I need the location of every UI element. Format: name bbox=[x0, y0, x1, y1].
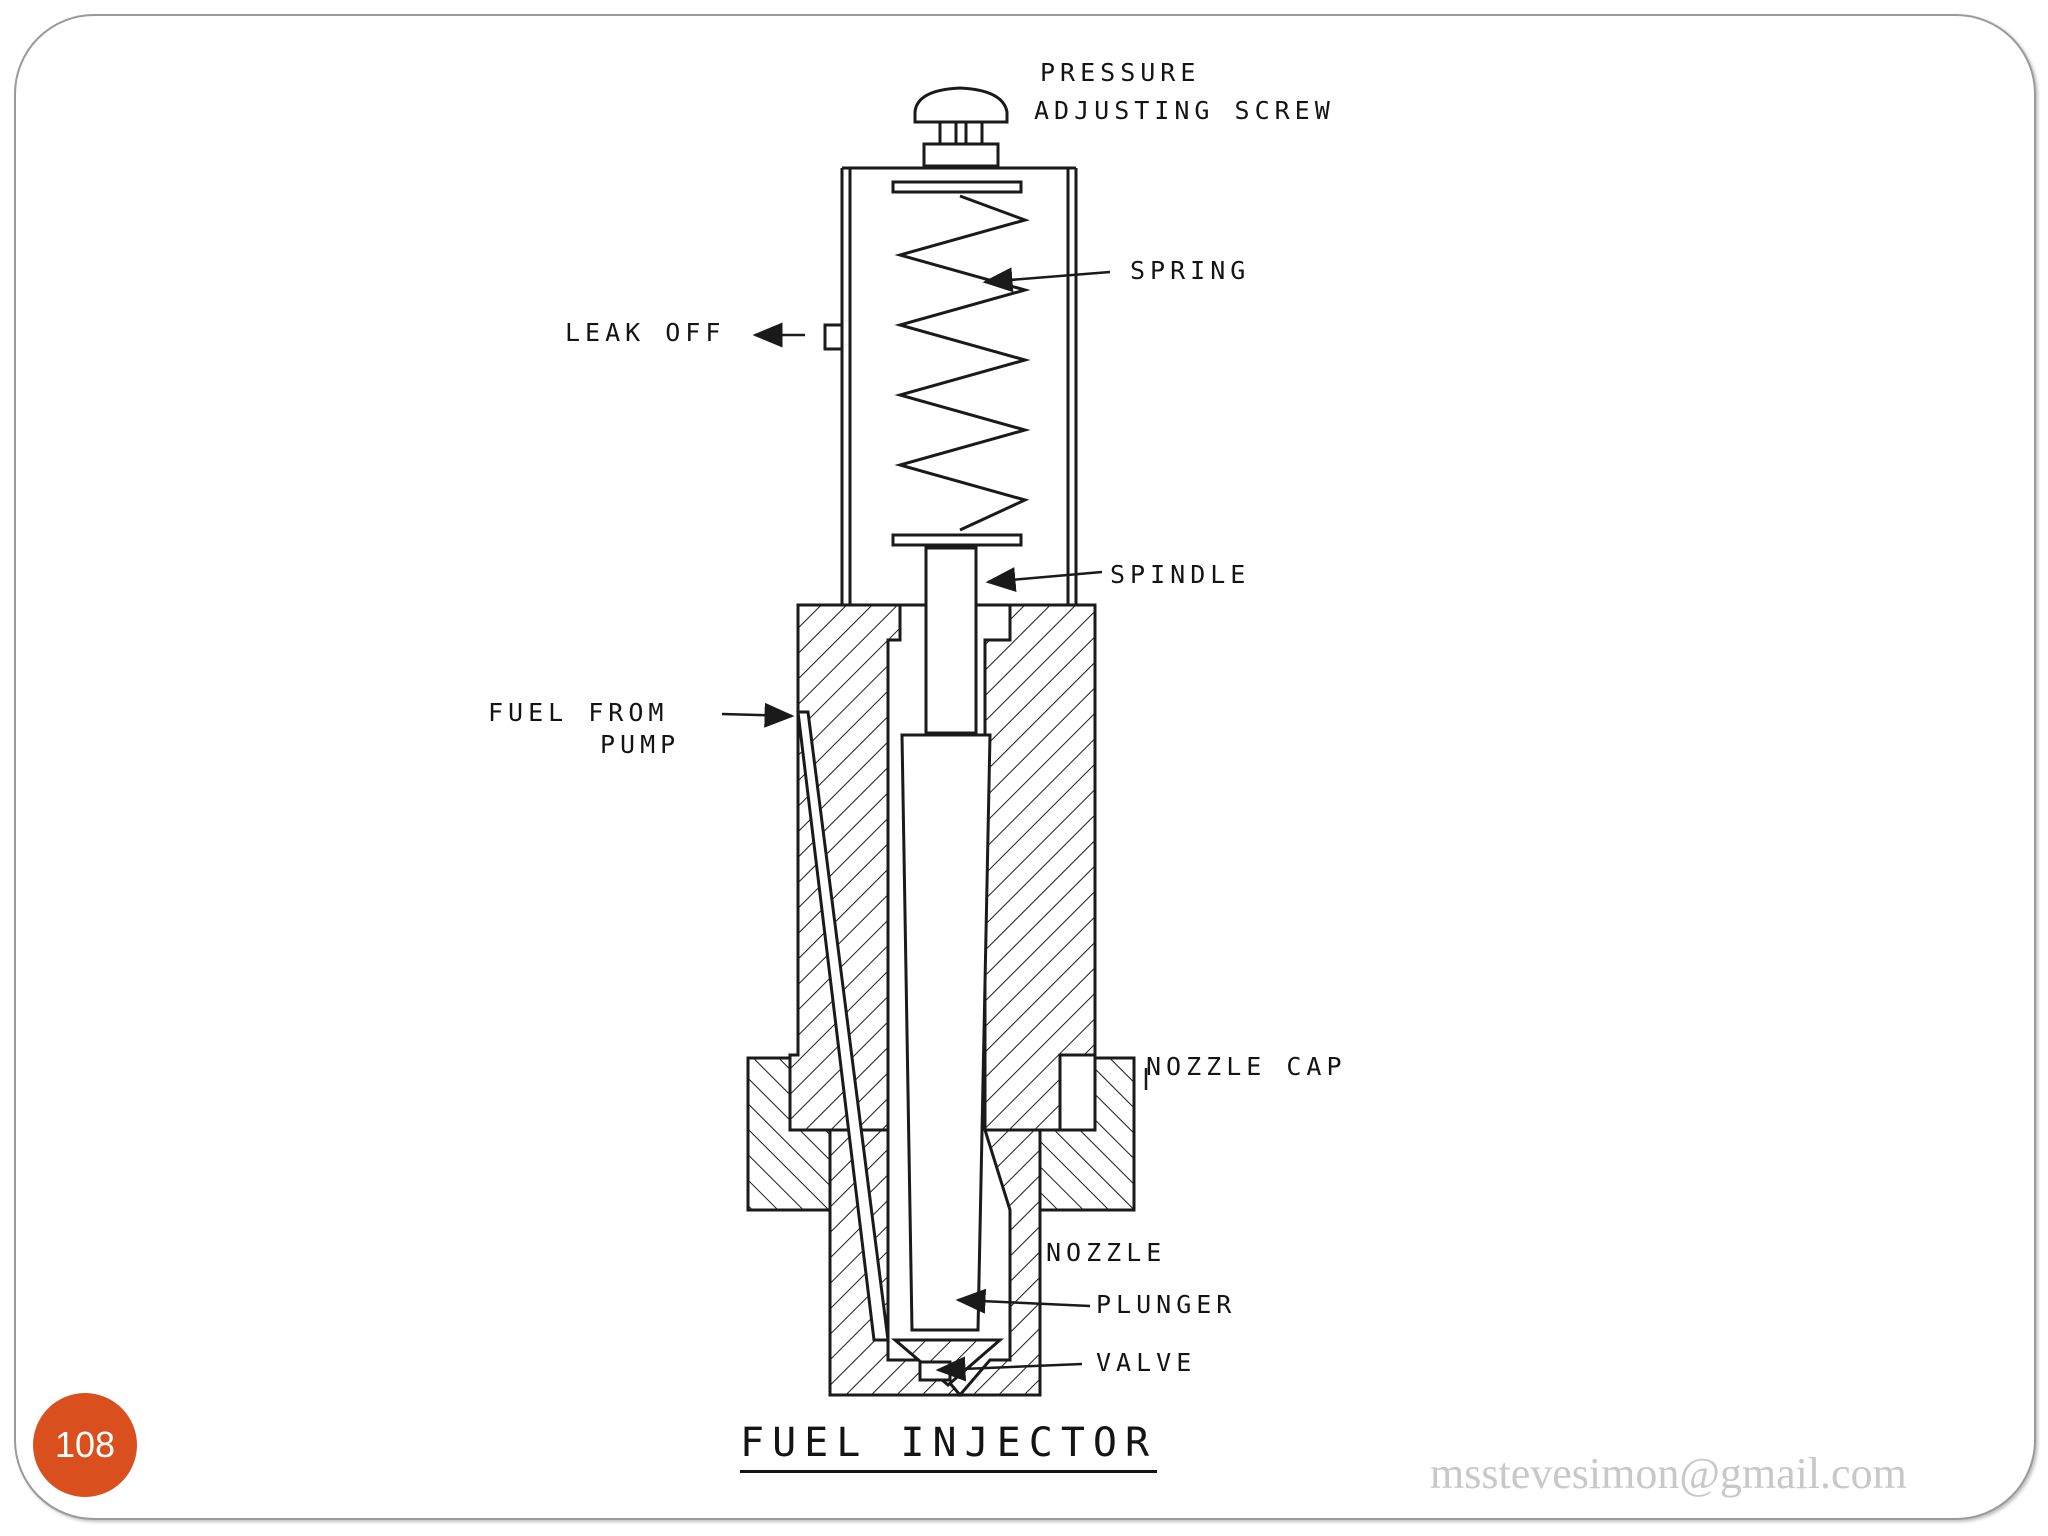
label-nozzle-cap: NOZZLE CAP bbox=[1146, 1052, 1347, 1081]
author-email: mssteve­simon@gmail.com bbox=[1430, 1449, 1907, 1498]
valve-leader bbox=[935, 1356, 1083, 1382]
label-leak-off: LEAK OFF bbox=[565, 318, 726, 347]
page-number: 108 bbox=[54, 1424, 116, 1465]
diagram-title: FUEL INJECTOR bbox=[740, 1420, 1158, 1473]
label-valve: VALVE bbox=[1096, 1348, 1197, 1377]
fuel-passage bbox=[796, 710, 890, 1342]
spindle bbox=[924, 546, 978, 735]
upper-spring-seat bbox=[891, 180, 1023, 194]
label-pressure-screw-line1: PRESSURE bbox=[1040, 58, 1201, 87]
lower-spring-seat bbox=[891, 533, 1023, 547]
spring bbox=[894, 194, 1031, 532]
spindle-leader bbox=[985, 567, 1103, 593]
spring-leader bbox=[982, 267, 1111, 293]
label-fuel-from-pump-line2: PUMP bbox=[600, 730, 681, 759]
label-spindle: SPINDLE bbox=[1110, 560, 1251, 589]
spring-housing bbox=[823, 166, 1078, 605]
label-fuel-from-pump-line1: FUEL FROM bbox=[488, 698, 669, 727]
plunger bbox=[900, 733, 992, 1332]
page-number-badge: 108 bbox=[33, 1393, 137, 1497]
plunger-leader bbox=[955, 1288, 1091, 1314]
label-pressure-screw-line2: ADJUSTING SCREW bbox=[1034, 96, 1335, 125]
label-plunger: PLUNGER bbox=[1096, 1290, 1237, 1319]
fuel-from-pump-arrow bbox=[721, 702, 795, 728]
label-spring: SPRING bbox=[1130, 256, 1251, 285]
pressure-adjusting-screw bbox=[913, 86, 1009, 168]
label-nozzle: NOZZLE bbox=[1046, 1238, 1167, 1267]
